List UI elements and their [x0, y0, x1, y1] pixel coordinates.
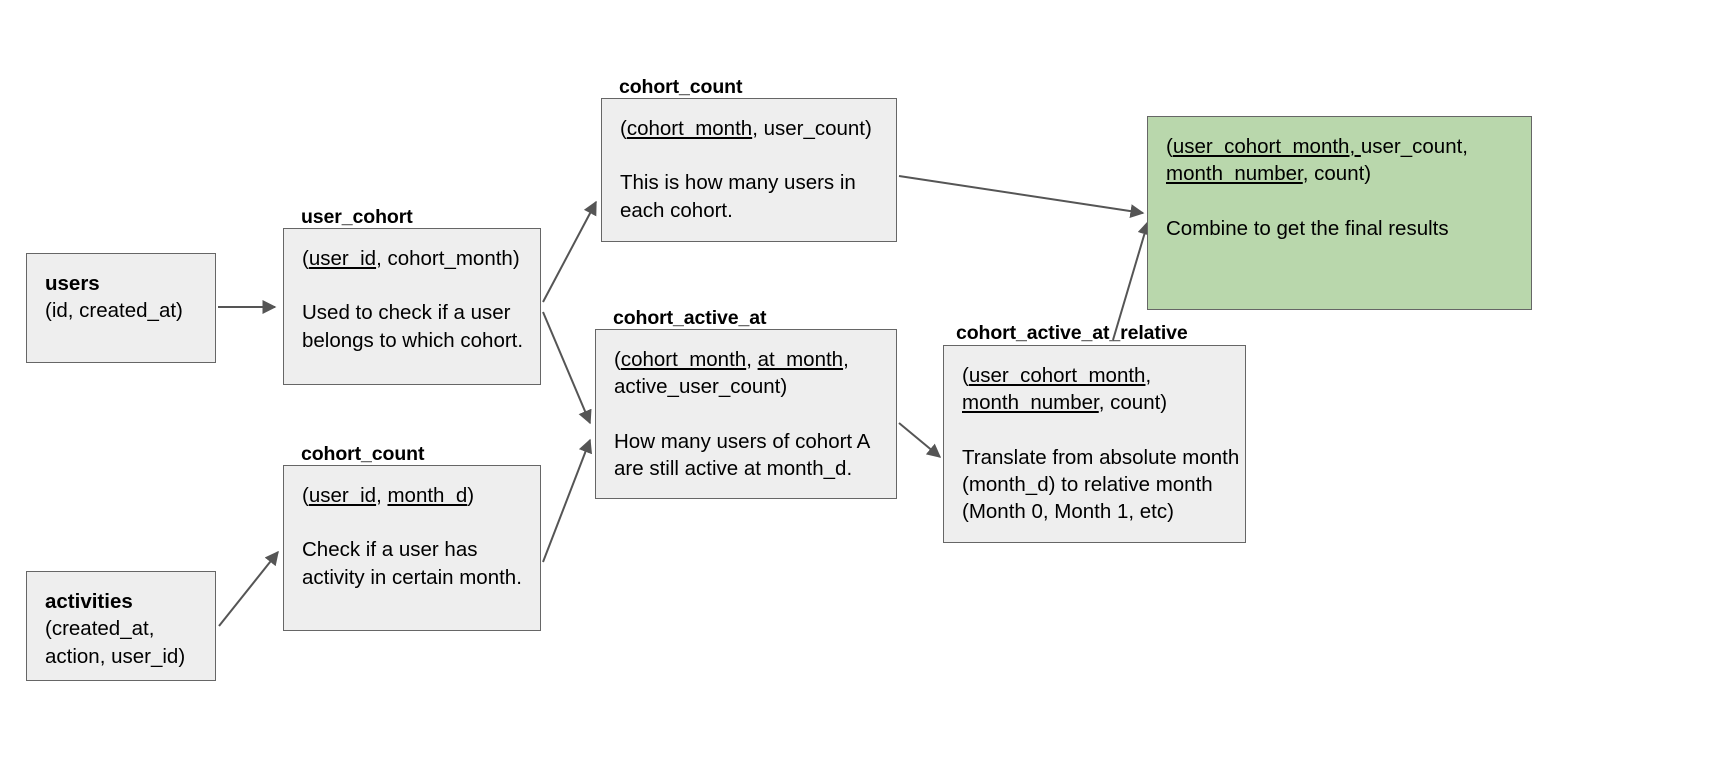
desc-line-2: belongs to which cohort. — [302, 328, 524, 352]
node-cohort-active-at-relative-signature: (user_cohort_month, month_number, count) — [962, 362, 1227, 417]
sig-open: ( — [302, 247, 309, 270]
desc-line-2: activity in certain month. — [302, 565, 522, 589]
sig-close: ) — [467, 484, 475, 507]
sig-rest: , count) — [1302, 162, 1372, 186]
node-final-result-description: Combine to get the final results — [1166, 216, 1449, 240]
node-cohort-count-top[interactable]: (cohort_month, user_count) This is how m… — [601, 98, 897, 242]
edge-cohort-count-top-to-final-result — [898, 175, 1145, 219]
sig-mid: , — [746, 348, 758, 371]
sig-mid: , — [376, 484, 388, 507]
sig-rest: , active_user_count) — [614, 348, 849, 399]
desc-line-1: Translate from absolute month — [962, 445, 1240, 469]
edge-activities-to-cohort-count-bottom — [218, 550, 279, 627]
sig-key-user-id: user_id — [308, 484, 377, 507]
desc-line-2: (month_d) to relative month — [962, 472, 1213, 496]
sig-mid: user_count, — [1360, 135, 1468, 158]
edge-user-cohort-to-cohort-active-at — [542, 311, 592, 425]
desc-line-3: (Month 0, Month 1, etc) — [962, 500, 1174, 523]
sig-key-cohort-month: cohort_month — [620, 348, 747, 371]
node-cohort-active-at[interactable]: (cohort_month, at_month, active_user_cou… — [595, 329, 897, 499]
node-cohort-active-at-description: How many users of cohort A are still act… — [614, 428, 878, 483]
sig-key-user-id: user_id — [308, 247, 377, 270]
node-cohort-active-at-relative[interactable]: (user_cohort_month, month_number, count)… — [943, 345, 1246, 543]
sig-open: ( — [302, 484, 309, 507]
desc-line-1: This is how many users in — [620, 171, 856, 195]
node-cohort-count-top-signature: (cohort_month, user_count) — [620, 115, 878, 142]
node-activities-title: activities — [45, 590, 133, 613]
sig-open: ( — [1166, 135, 1173, 158]
node-users[interactable]: users (id, created_at) — [26, 253, 216, 363]
sig-key-month-d: month_d — [387, 484, 468, 507]
node-users-signature: (id, created_at) — [45, 299, 183, 323]
node-final-result-signature: (user_cohort_month, user_count, month_num… — [1166, 133, 1513, 188]
sig-line-2: action, user_id) — [45, 644, 186, 668]
node-user-cohort-description: Used to check if a user belongs to which… — [302, 299, 524, 354]
node-cohort-count-bottom-signature: (user_id, month_d) — [302, 482, 522, 509]
node-cohort-count-bottom[interactable]: (user_id, month_d) Check if a user has a… — [283, 465, 541, 631]
sig-open: ( — [614, 348, 621, 371]
node-activities[interactable]: activities (created_at, action, user_id) — [26, 571, 216, 681]
node-cohort-active-at-title: cohort_active_at — [613, 307, 767, 329]
node-cohort-active-at-relative-description: Translate from absolute month (month_d) … — [962, 444, 1239, 526]
desc-line-1: Used to check if a user — [302, 301, 511, 325]
node-user-cohort-title: user_cohort — [301, 206, 413, 228]
sig-key-at-month: at_month — [757, 348, 844, 371]
sig-rest: , user_count) — [752, 117, 872, 140]
node-cohort-count-bottom-title: cohort_count — [301, 443, 425, 465]
desc-line-2: each cohort. — [620, 198, 733, 222]
node-activities-signature: (created_at, action, user_id) — [45, 615, 197, 670]
desc-line-1: How many users of cohort A — [614, 429, 871, 453]
sig-key-month-number: month_number — [962, 391, 1099, 415]
edge-cohort-active-at-to-relative — [898, 422, 942, 458]
node-user-cohort-signature: (user_id, cohort_month) — [302, 245, 522, 272]
sig-open: ( — [620, 117, 627, 140]
node-cohort-active-at-relative-title: cohort_active_at_relative — [956, 322, 1188, 344]
desc-line-1: Check if a user has — [302, 538, 478, 562]
sig-rest: , count) — [1098, 391, 1168, 415]
node-cohort-active-at-signature: (cohort_month, at_month, active_user_cou… — [614, 346, 878, 401]
sig-key-cohort-month: cohort_month — [626, 117, 753, 140]
sig-key-user-cohort-month: user_cohort_month — [968, 364, 1146, 387]
desc-line-2: are still active at month_d. — [614, 456, 853, 480]
edge-cohort-count-bottom-to-cohort-active-at — [542, 438, 593, 563]
node-final-result[interactable]: (user_cohort_month, user_count, month_num… — [1147, 116, 1532, 310]
sig-key-month-number: month_number — [1166, 162, 1303, 186]
sig-line-1: (created_at, — [45, 617, 155, 641]
sig-open: ( — [962, 364, 969, 387]
sig-rest: , cohort_month) — [376, 247, 520, 270]
node-user-cohort[interactable]: (user_id, cohort_month) Used to check if… — [283, 228, 541, 385]
node-cohort-count-top-title: cohort_count — [619, 76, 743, 98]
node-users-title: users — [45, 272, 100, 295]
node-cohort-count-top-description: This is how many users in each cohort. — [620, 169, 878, 224]
edge-user-cohort-to-cohort-count-top — [542, 200, 597, 303]
sig-mid: , — [1145, 364, 1152, 387]
node-cohort-count-bottom-description: Check if a user has activity in certain … — [302, 536, 522, 591]
sig-key-user-cohort-month: user_cohort_month, — [1172, 135, 1361, 158]
